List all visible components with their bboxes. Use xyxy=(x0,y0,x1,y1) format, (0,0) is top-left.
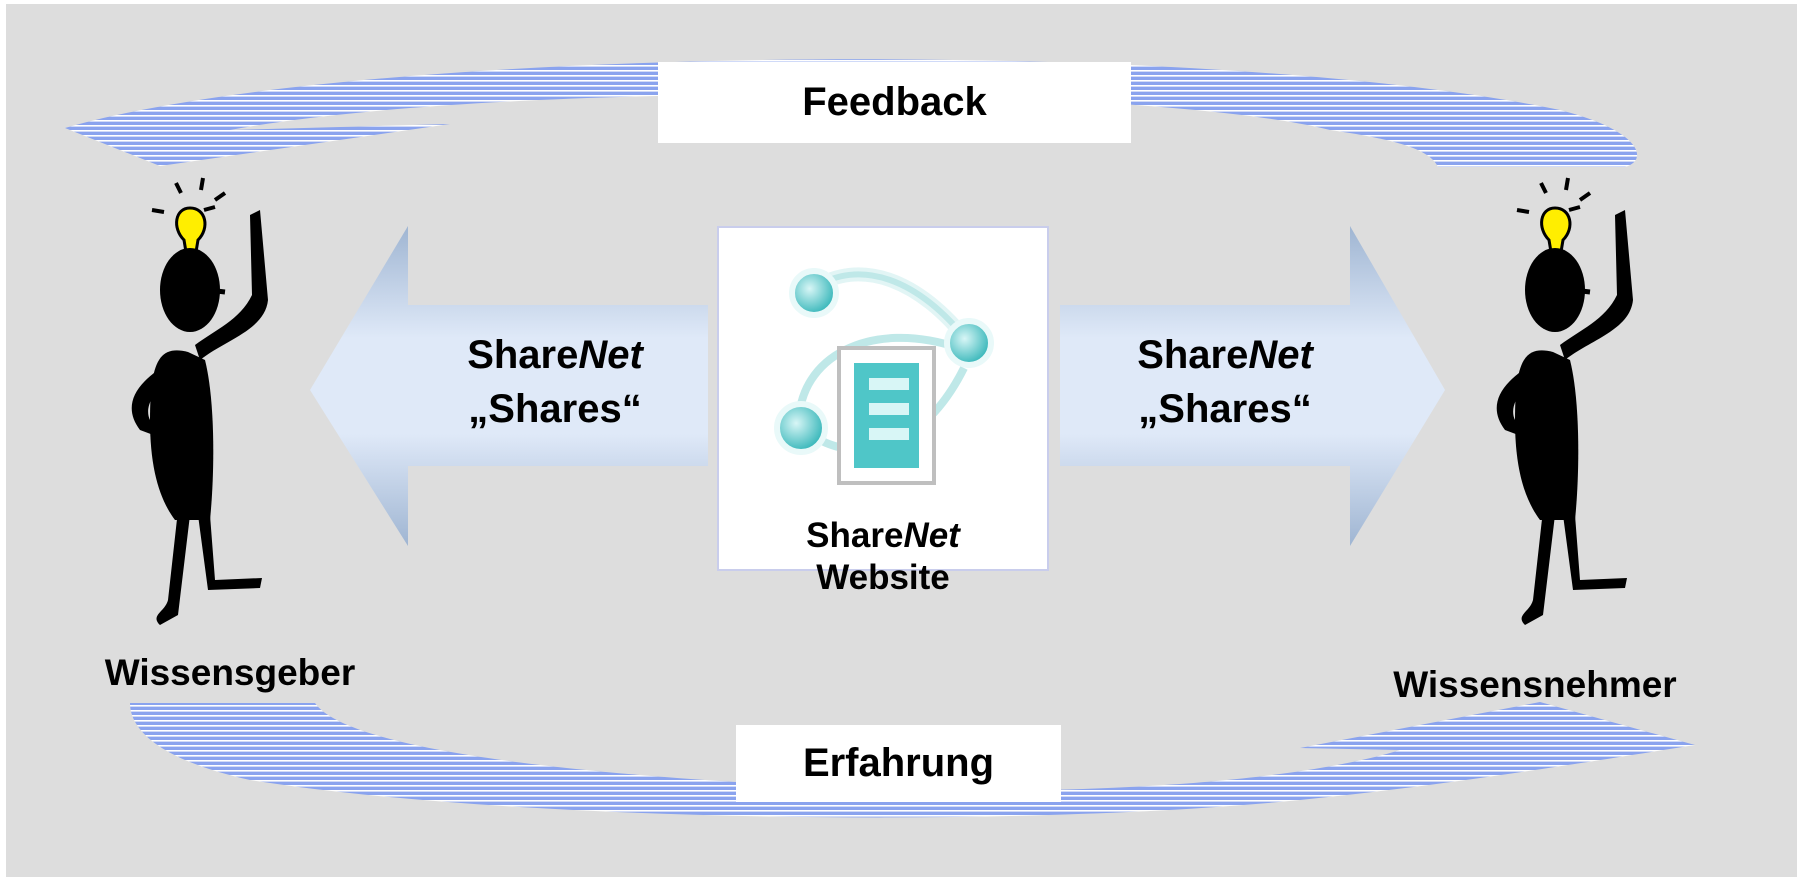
giver-head xyxy=(160,248,220,332)
right-arrow-label: ShareNet „Shares“ xyxy=(1090,328,1360,436)
right-shares-text: „Shares“ xyxy=(1138,387,1312,431)
brand-plain: Share xyxy=(806,516,904,555)
website-caption: ShareNet Website xyxy=(717,515,1049,599)
feedback-text: Feedback xyxy=(802,80,987,124)
left-share-arrow xyxy=(310,226,708,546)
left-brand-italic: Net xyxy=(578,333,643,377)
feedback-loop-band xyxy=(65,59,1638,167)
sharenet-website-card xyxy=(717,226,1049,571)
right-share-arrow xyxy=(1060,226,1445,546)
experience-label: Erfahrung xyxy=(736,725,1061,802)
brand-italic: Net xyxy=(903,516,960,555)
left-brand-plain: Share xyxy=(467,333,579,377)
giver-figure xyxy=(131,177,268,625)
right-brand-plain: Share xyxy=(1137,333,1249,377)
left-shares-text: „Shares“ xyxy=(468,387,642,431)
lightbulb-icon xyxy=(151,177,227,254)
receiver-figure xyxy=(1496,177,1633,625)
experience-text: Erfahrung xyxy=(802,741,995,785)
website-subtitle: Website xyxy=(816,558,950,597)
document-network-icon xyxy=(774,267,994,485)
giver-label: Wissensgeber xyxy=(104,652,356,693)
receiver-label: Wissensnehmer xyxy=(1393,664,1677,705)
left-arrow-label: ShareNet „Shares“ xyxy=(420,328,690,436)
right-brand-italic: Net xyxy=(1248,333,1313,377)
experience-loop-band xyxy=(130,702,1695,818)
feedback-label: Feedback xyxy=(658,62,1131,143)
